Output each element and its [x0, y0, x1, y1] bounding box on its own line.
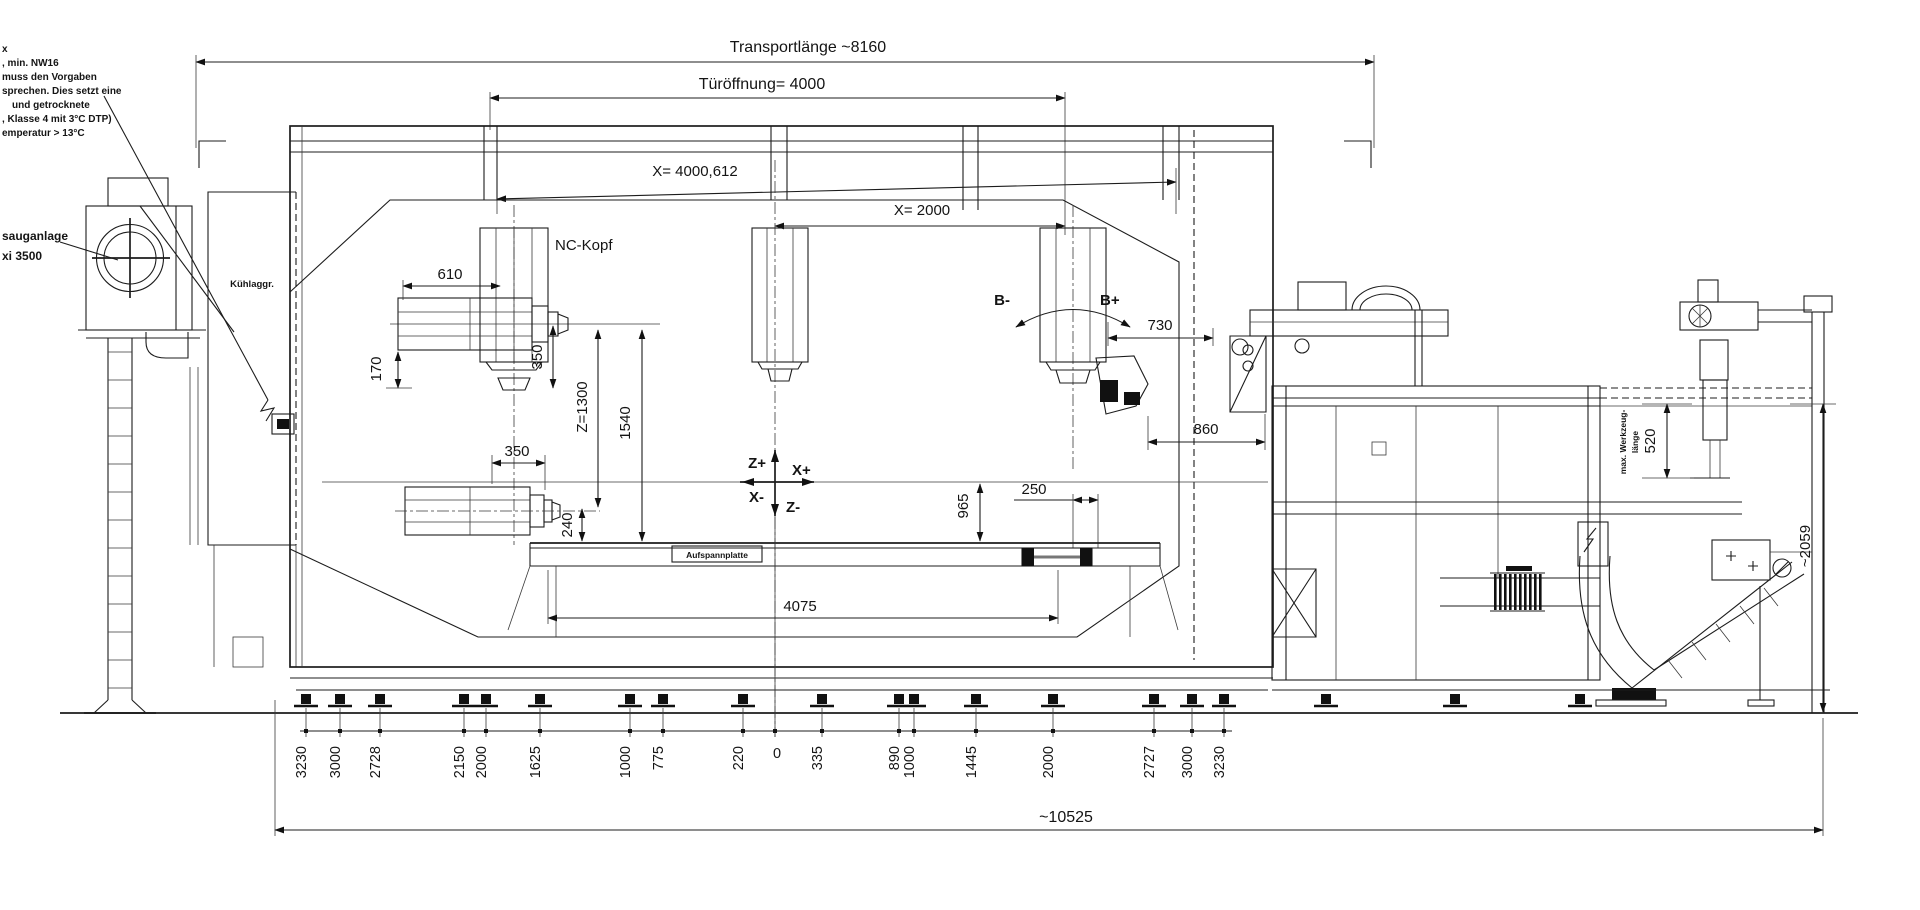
note-line: , min. NW16 [2, 58, 59, 69]
nc-heads: B- B+ [395, 160, 1267, 737]
chain-dim: 2000 [474, 746, 490, 778]
chain-dim: 2728 [368, 746, 384, 778]
note-line: und getrocknete [12, 100, 90, 111]
z-minus-label: Z- [786, 499, 800, 516]
anchor-feet [294, 694, 1592, 708]
dim-2059: ~2059 [1797, 525, 1814, 567]
clamping-table: Aufspannplatte 4075 [507, 542, 1179, 637]
chain-dim: 3000 [1180, 746, 1196, 778]
lower-spindle [395, 486, 600, 536]
chain-dim: 775 [651, 746, 667, 770]
dim-240: 240 [559, 512, 576, 537]
overall-length-dimension: ~10525 [274, 700, 1824, 836]
tool-length-label-2: länge [1630, 431, 1640, 453]
transport-length-dim: Transportlänge ~8160 [730, 39, 887, 56]
chain-dim: 1000 [618, 746, 634, 778]
cooling-unit-label: Kühlaggr. [230, 279, 274, 290]
support-tower [84, 338, 156, 714]
bottom-dimension-chain: 3230 3000 2728 2150 2000 1625 1000 775 2… [294, 516, 1232, 778]
dim-170: 170 [368, 356, 385, 381]
table-label: Aufspannplatte [686, 550, 748, 560]
dim-610: 610 [437, 266, 462, 283]
chain-dim: 890 [887, 746, 903, 770]
note-line: x [2, 44, 8, 55]
head-attachment [1095, 335, 1267, 415]
dim-520: 520 [1642, 428, 1659, 453]
machine-enclosure: NC-Kopf [289, 125, 1274, 668]
x-travel-dim: X= 4000,612 [652, 163, 738, 180]
extraction-label-2: xi 3500 [2, 249, 42, 263]
discharge-unit [1711, 539, 1812, 581]
mid-dimensions: 610 170 350 Z=1300 1540 350 240 965 250 … [368, 266, 1266, 548]
tool-holder [1690, 339, 1730, 479]
x-minus-label: X- [749, 489, 764, 506]
chain-dim: 3230 [294, 746, 310, 778]
dim-350-vert: 350 [529, 344, 546, 369]
dim-250: 250 [1021, 481, 1046, 498]
note-line: emperatur > 13°C [2, 128, 85, 139]
install-note: x , min. NW16 muss den Vorgaben sprechen… [2, 44, 295, 435]
right-dimensions: 520 max. Werkzeug- länge ~2059 [1618, 403, 1836, 713]
chain-dim: 3000 [328, 746, 344, 778]
chip-conveyor [1578, 539, 1812, 707]
chain-dim: 2150 [452, 746, 468, 778]
cooling-unit: Kühlaggr. [207, 191, 297, 668]
dim-350-horiz: 350 [504, 443, 529, 460]
rear-wall [1803, 295, 1833, 713]
chain-dim: 220 [731, 746, 747, 770]
dim-4075: 4075 [783, 598, 816, 615]
left-head [397, 205, 569, 545]
dim-total-length: ~10525 [1039, 809, 1093, 826]
x2000-dim: X= 2000 [894, 202, 950, 219]
chain-dim: 335 [810, 746, 826, 770]
note-line: , Klasse 4 mit 3°C DTP) [2, 114, 112, 125]
b-plus-label: B+ [1100, 292, 1120, 309]
x-plus-label: X+ [792, 462, 811, 479]
tool-magazine [1231, 281, 1449, 386]
axis-cross: Z+ X+ X- Z- [740, 450, 814, 516]
note-line: muss den Vorgaben [2, 72, 97, 83]
nc-head-label: NC-Kopf [555, 237, 613, 254]
note-leader-line [103, 95, 295, 435]
door-opening-dim: Türöffnung= 4000 [699, 76, 826, 93]
chain-dim-zero: 0 [773, 746, 781, 762]
heat-exchanger-element [1490, 566, 1545, 612]
chain-dim: 2000 [1041, 746, 1057, 778]
chain-dim: 3230 [1212, 746, 1228, 778]
right-head: B- B+ [994, 205, 1267, 470]
top-dimensions: Transportlänge ~8160 Türöffnung= 4000 X=… [195, 39, 1375, 235]
drive-motor [1679, 279, 1812, 331]
dim-730: 730 [1147, 317, 1172, 334]
chain-dim: 1445 [964, 746, 980, 778]
clamp-detail [1021, 547, 1093, 567]
dim-1540: 1540 [617, 406, 634, 439]
dim-965: 965 [955, 493, 972, 518]
b-minus-label: B- [994, 292, 1010, 309]
extraction-label-1: sauganlage [2, 229, 68, 243]
extraction-unit: sauganlage xi 3500 [2, 177, 235, 714]
chain-dim: 1625 [528, 746, 544, 778]
tool-length-label-1: max. Werkzeug- [1618, 410, 1628, 475]
note-line: sprechen. Dies setzt eine [2, 86, 122, 97]
chain-dim: 1000 [902, 746, 918, 778]
z-plus-label: Z+ [748, 455, 766, 472]
chain-dim: 2727 [1142, 746, 1158, 778]
machine-base [60, 677, 1858, 714]
lightning-icon [1583, 527, 1597, 553]
rear-section [1231, 279, 1833, 713]
dim-z1300: Z=1300 [574, 381, 591, 432]
center-head [751, 160, 809, 737]
electric-box [1577, 521, 1609, 567]
dim-860: 860 [1193, 421, 1218, 438]
